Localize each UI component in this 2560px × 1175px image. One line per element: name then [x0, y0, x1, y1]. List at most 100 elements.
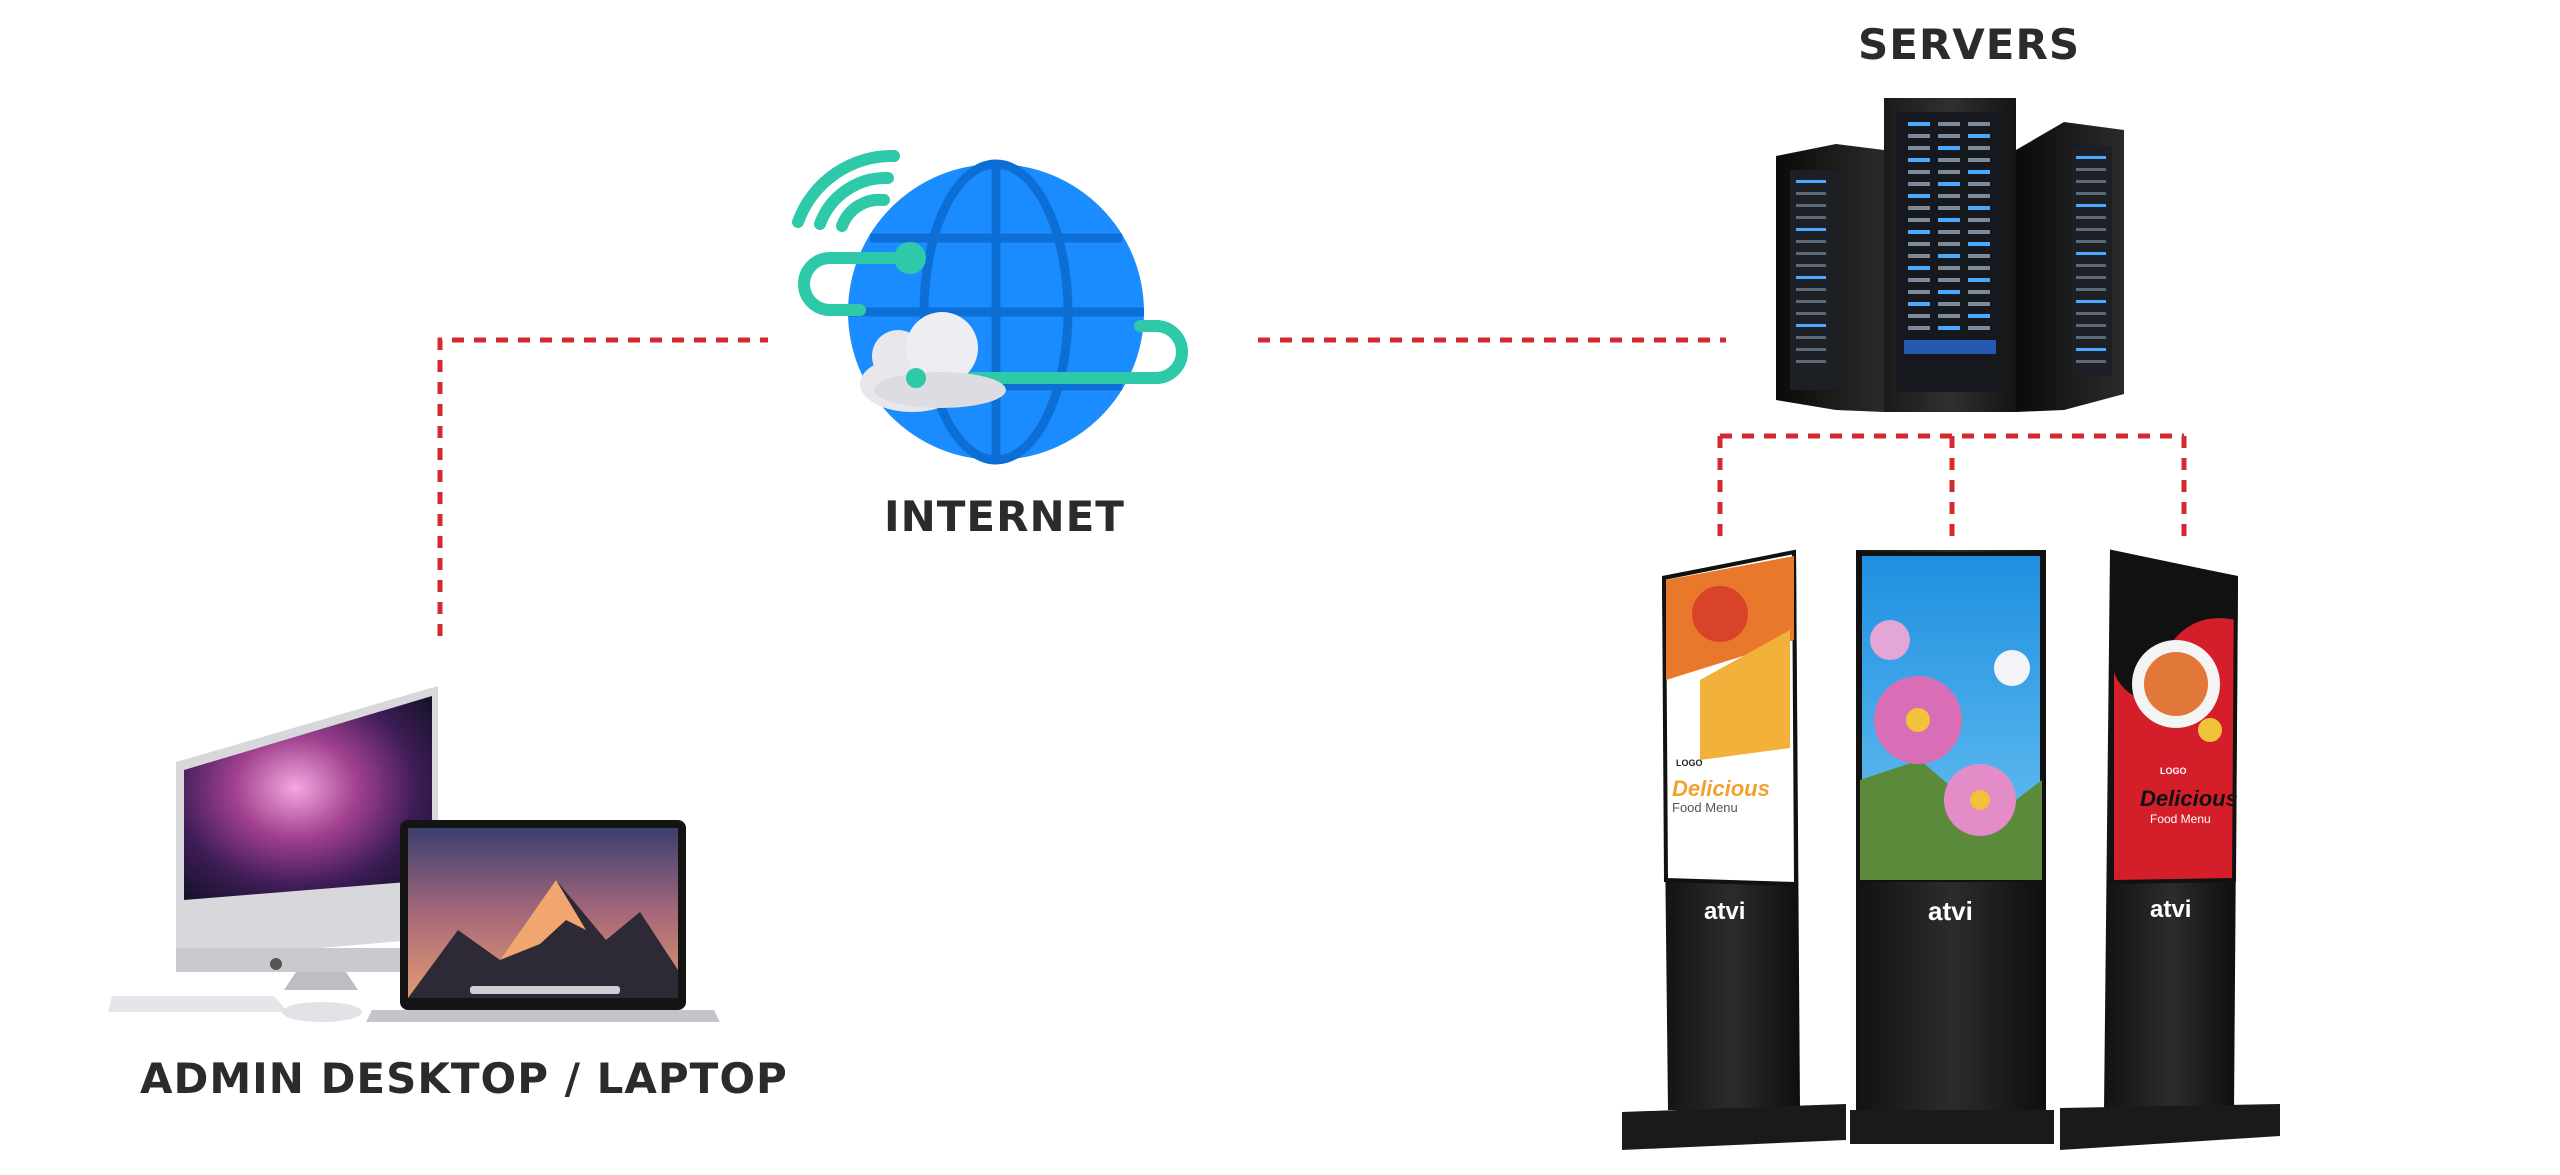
kiosk-1-brand: atvi [1704, 898, 1746, 925]
server-light [1908, 266, 1930, 270]
kiosk-3-brand: atvi [2150, 896, 2192, 923]
server-light [1796, 288, 1826, 291]
server-light [1796, 360, 1826, 363]
server-light [2076, 324, 2106, 327]
server-light [1908, 122, 1930, 126]
kiosk-3-title: Delicious [2140, 786, 2238, 811]
server-light [1938, 266, 1960, 270]
kiosk-2-brand: atvi [1928, 896, 1973, 926]
server-light [1908, 254, 1930, 258]
server-light [1968, 122, 1990, 126]
server-light [2076, 300, 2106, 303]
kiosk-1-title: Delicious [1672, 776, 1770, 801]
server-light [1968, 278, 1990, 282]
server-light [2076, 204, 2106, 207]
server-light [1938, 206, 1960, 210]
server-light [2076, 348, 2106, 351]
server-light [1796, 240, 1826, 243]
server-light [1908, 230, 1930, 234]
server-light [2076, 264, 2106, 267]
server-light [1796, 300, 1826, 303]
orbit-lines [798, 242, 1188, 384]
server-light [1938, 254, 1960, 258]
server-light [2076, 252, 2106, 255]
server-light [1908, 158, 1930, 162]
server-light [1796, 192, 1826, 195]
server-light [1938, 230, 1960, 234]
server-light [1968, 230, 1990, 234]
server-light [1908, 146, 1930, 150]
server-light [1938, 194, 1960, 198]
server-light [1908, 206, 1930, 210]
server-light [2076, 168, 2106, 171]
server-light [1968, 158, 1990, 162]
server-light [1796, 180, 1826, 183]
server-light [1968, 182, 1990, 186]
server-light [1968, 218, 1990, 222]
server-light [2076, 240, 2106, 243]
server-light [1796, 228, 1826, 231]
server-light [2076, 156, 2106, 159]
server-light [1908, 194, 1930, 198]
server-light [2076, 336, 2106, 339]
server-light [1968, 170, 1990, 174]
server-light [1968, 314, 1990, 318]
server-light [1908, 290, 1930, 294]
connector-admin-internet [437, 337, 768, 636]
kiosk-display-icon [1850, 550, 2054, 1144]
server-light [1908, 134, 1930, 138]
server-light [1908, 302, 1930, 306]
server-light [1938, 158, 1960, 162]
server-light [1796, 324, 1826, 327]
kiosk-display-icon [2060, 549, 2280, 1150]
server-light [1908, 218, 1930, 222]
server-light [2076, 276, 2106, 279]
server-light [1938, 182, 1960, 186]
server-light [1796, 216, 1826, 219]
laptop-icon [366, 820, 720, 1022]
server-light [1938, 218, 1960, 222]
server-light [1908, 170, 1930, 174]
desktop-icon [108, 686, 438, 1022]
server-light [1938, 134, 1960, 138]
server-light [1796, 252, 1826, 255]
server-light [2076, 360, 2106, 363]
server-light [2076, 312, 2106, 315]
server-light [1968, 266, 1990, 270]
server-light [1908, 314, 1930, 318]
server-light [1938, 170, 1960, 174]
server-light [1938, 278, 1960, 282]
server-light [1968, 242, 1990, 246]
server-light [1796, 276, 1826, 279]
kiosk-1-subtitle: Food Menu [1672, 800, 1738, 815]
kiosk-1-logo: LOGO [1676, 758, 1703, 768]
server-light [1796, 336, 1826, 339]
server-light [2076, 228, 2106, 231]
server-light [1796, 264, 1826, 267]
server-light [1796, 204, 1826, 207]
server-light [1968, 254, 1990, 258]
server-light [2076, 216, 2106, 219]
server-light [1938, 326, 1960, 330]
server-light [1938, 242, 1960, 246]
server-light [1968, 194, 1990, 198]
servers-label: SERVERS [1858, 20, 2081, 69]
server-light [1938, 146, 1960, 150]
server-light [2076, 288, 2106, 291]
server-light [1968, 146, 1990, 150]
admin-label: ADMIN DESKTOP / LAPTOP [140, 1054, 788, 1103]
server-light [1908, 242, 1930, 246]
server-light [1938, 302, 1960, 306]
server-light [1908, 182, 1930, 186]
kiosk-3-subtitle: Food Menu [2150, 812, 2211, 826]
kiosk-3-logo: LOGO [2160, 766, 2187, 776]
server-light [1968, 206, 1990, 210]
server-light [1938, 314, 1960, 318]
server-light [1968, 302, 1990, 306]
server-light [1938, 290, 1960, 294]
